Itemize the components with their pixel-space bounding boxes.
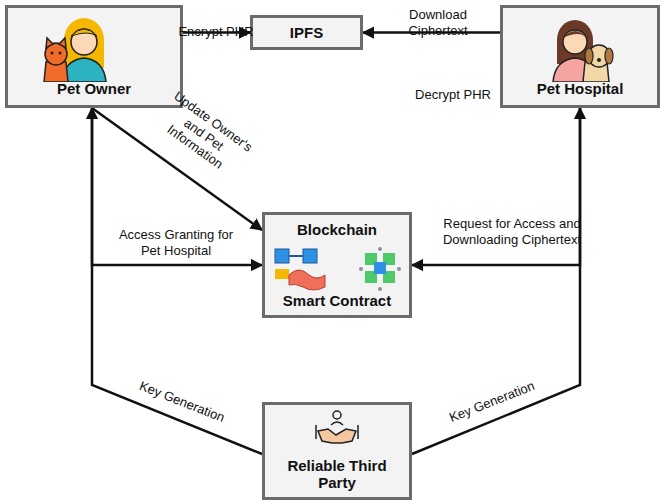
edge-label: Request for Access and Downloading Ciphe… (432, 216, 592, 247)
edge-label: Encrypt PHR (156, 24, 276, 40)
node-label: Reliable Third Party (275, 457, 400, 492)
edge-label: Key Generation (123, 373, 240, 431)
node-label: Smart Contract (283, 292, 391, 309)
node-label: IPFS (290, 24, 323, 41)
node-label: Blockchain (297, 221, 377, 238)
process-box: Pet Owner (5, 5, 183, 108)
arrow-connector (412, 108, 580, 454)
edge-label: Update Owner's and Pet Information (145, 82, 263, 185)
hospital-icon (543, 14, 623, 82)
third-party-icon (314, 409, 360, 445)
blockchain-icons (269, 245, 409, 293)
edge-label: Download Ciphertext (398, 7, 478, 38)
node-label: Pet Owner (57, 80, 131, 97)
process-box: Reliable Third Party (262, 402, 412, 500)
owner-icon (36, 14, 116, 82)
node-label: Pet Hospital (537, 80, 624, 97)
edge-label: Access Granting for Pet Hospital (111, 227, 241, 258)
edge-label: Key Generation (433, 373, 550, 431)
process-box: BlockchainSmart Contract (262, 212, 412, 318)
arrow-connector (92, 108, 262, 454)
process-box: Pet Hospital (500, 5, 660, 108)
annotation-text: Decrypt PHR (415, 87, 491, 103)
process-box: IPFS (250, 15, 363, 50)
